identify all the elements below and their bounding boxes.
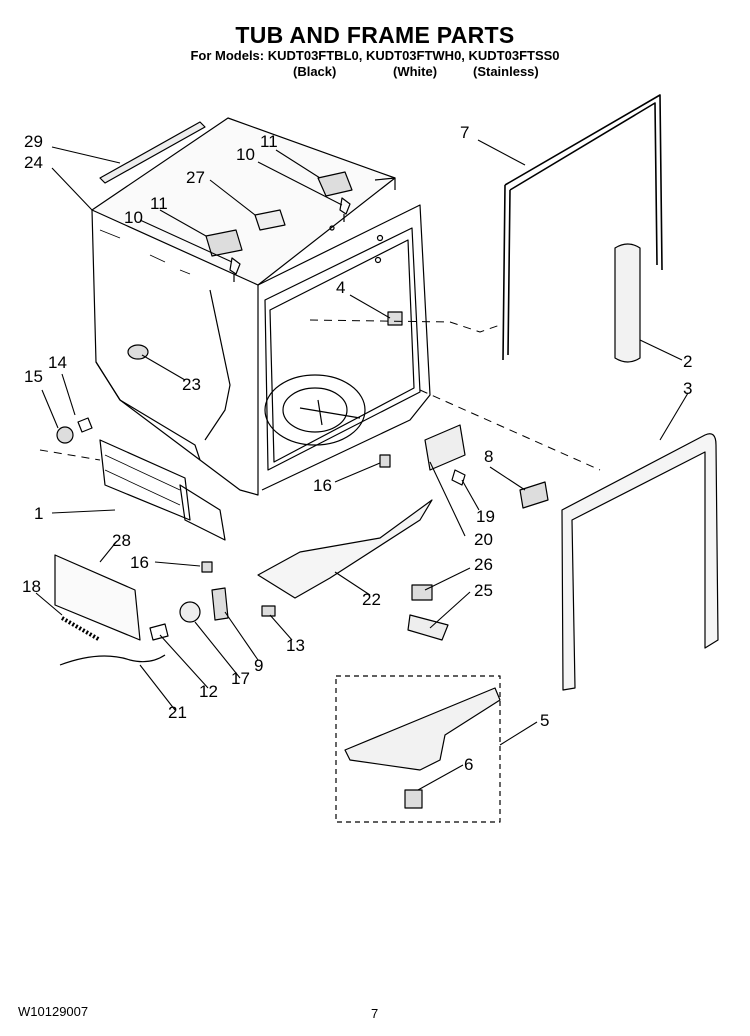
part-26-cap: [411, 584, 433, 601]
callout-15: 15: [24, 367, 43, 386]
part-11-hinge-right: [317, 171, 353, 197]
callout-17: 17: [231, 669, 250, 688]
callout-labels: 29 24 11 10 27 11 10 7 4 2 3 14 15 23 1 …: [22, 123, 692, 774]
part-28-plate: [54, 554, 141, 641]
part-8-clip: [519, 481, 549, 509]
callout-11-left: 11: [150, 194, 168, 213]
callout-16-upper: 16: [313, 476, 332, 495]
part-21-cable: [59, 654, 166, 666]
callout-9: 9: [254, 656, 263, 675]
variant-stainless: (Stainless): [473, 64, 539, 79]
part-4-clip: [387, 311, 403, 326]
callout-1: 1: [34, 504, 43, 523]
callout-19: 19: [476, 507, 495, 526]
variant-white: (White): [393, 64, 438, 79]
part-20-bracket: [424, 424, 466, 471]
callout-16-lower: 16: [130, 553, 149, 572]
part-14-screw: [77, 417, 93, 433]
part-9-leveler: [211, 587, 229, 621]
callout-26: 26: [474, 555, 493, 574]
callout-13: 13: [286, 636, 305, 655]
callout-24: 24: [24, 153, 43, 172]
callout-27: 27: [186, 168, 205, 187]
page-number: 7: [371, 1006, 379, 1021]
callout-25: 25: [474, 581, 493, 600]
model-list: For Models: KUDT03FTBL0, KUDT03FTWH0, KU…: [190, 48, 560, 63]
part-15-washer: [56, 426, 74, 444]
part-27-bracket: [254, 209, 286, 231]
document-number: W10129007: [18, 1004, 89, 1019]
variant-black: (Black): [293, 64, 337, 79]
callout-22: 22: [362, 590, 381, 609]
callout-5: 5: [540, 711, 549, 730]
part-12-screw: [149, 623, 169, 641]
part-19-screw: [451, 469, 466, 486]
callout-11-right: 11: [260, 132, 278, 151]
callout-12: 12: [199, 682, 218, 701]
callout-10-right: 10: [236, 145, 255, 164]
callout-7: 7: [460, 123, 469, 142]
part-2-tube: [614, 243, 641, 363]
part-22-panel: [257, 499, 433, 599]
callout-2: 2: [683, 352, 692, 371]
part-16-foot-lower: [201, 561, 213, 573]
callout-23: 23: [182, 375, 201, 394]
part-6-nozzle: [404, 789, 423, 809]
callout-21: 21: [168, 703, 187, 722]
part-10-screw-right: [339, 197, 351, 222]
callout-10-left: 10: [124, 208, 143, 227]
callout-29: 29: [24, 132, 43, 151]
part-17-foot: [179, 601, 201, 623]
page-title: TUB AND FRAME PARTS: [235, 22, 515, 48]
callout-20: 20: [474, 530, 493, 549]
callout-4: 4: [336, 278, 345, 297]
callout-18: 18: [22, 577, 41, 596]
tub-housing: [91, 117, 431, 541]
part-7-door-seal: [502, 94, 663, 361]
part-5-spray-arm: [344, 687, 501, 771]
callout-14: 14: [48, 353, 67, 372]
callout-3: 3: [683, 379, 692, 398]
part-29-strip: [99, 121, 206, 184]
part-16-foot-upper: [379, 454, 391, 468]
part-25-bracket: [407, 614, 449, 641]
part-10-screw-left: [229, 257, 241, 282]
part-11-hinge-left: [205, 229, 243, 257]
leader-lines: [35, 139, 689, 791]
part-5-assembly-box: [335, 675, 501, 823]
callout-28: 28: [112, 531, 131, 550]
callout-6: 6: [464, 755, 473, 774]
part-18-spring: [60, 616, 102, 642]
part-13-foot: [261, 605, 276, 617]
part-3-tub-gasket: [561, 433, 719, 691]
callout-8: 8: [484, 447, 493, 466]
